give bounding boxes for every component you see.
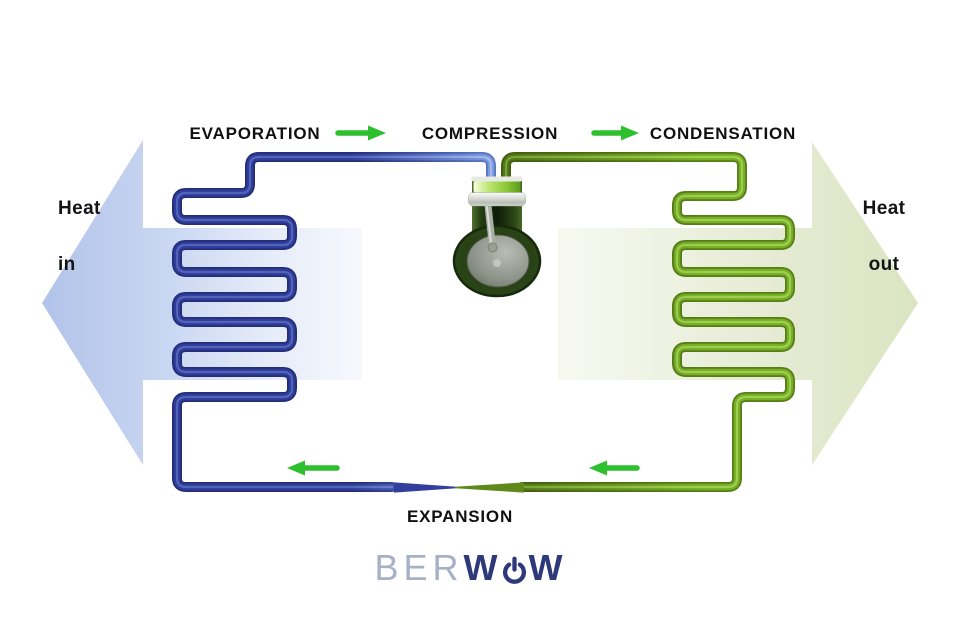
expansion-valve-blue-taper — [394, 482, 457, 493]
power-icon — [502, 556, 526, 584]
compressor-piston-cap — [468, 192, 526, 207]
logo-text-light: BER — [374, 547, 464, 588]
flow-arrow-evaporation-to-compression — [335, 125, 386, 141]
condenser-coil — [501, 152, 795, 492]
compressor-rod-journal — [487, 242, 498, 253]
flow-arrow-head — [287, 460, 305, 476]
label-expansion: EXPANSION — [406, 507, 514, 526]
heat-out-label: Heat out — [863, 167, 906, 279]
compressor-top-rim — [471, 176, 523, 182]
flow-arrow-head — [589, 460, 607, 476]
logo-text-bold-w1: W — [463, 547, 499, 588]
flow-arrow-compression-to-condensation — [591, 125, 639, 141]
label-compression: COMPRESSION — [421, 124, 559, 143]
flow-arrow-bottom-left — [287, 460, 340, 476]
label-evaporation: EVAPORATION — [189, 124, 321, 143]
heat-in-label: Heat in — [58, 167, 101, 279]
label-condensation: CONDENSATION — [649, 124, 797, 143]
expansion-valve — [394, 482, 524, 493]
heat-in-line1: Heat — [58, 198, 101, 219]
heat-in-line2: in — [58, 254, 76, 275]
flow-arrow-bottom-right — [589, 460, 640, 476]
compressor-piston — [452, 176, 542, 298]
expansion-valve-green-taper — [455, 482, 524, 493]
flow-arrow-head — [621, 125, 639, 141]
logo: BER W W — [0, 546, 949, 590]
heat-out-arrow — [558, 142, 918, 465]
heat-in-arrow — [42, 140, 362, 465]
compressor-glow-band — [473, 181, 521, 193]
evaporator-coil — [172, 152, 496, 492]
flow-arrow-head — [368, 125, 386, 141]
compressor-rod-highlight — [485, 200, 493, 246]
compressor-hub — [493, 259, 501, 267]
logo-text-bold-w2: W — [528, 547, 564, 588]
heat-out-line2: out — [868, 254, 900, 275]
compressor-rod — [484, 197, 496, 251]
heat-out-line1: Heat — [862, 198, 906, 219]
